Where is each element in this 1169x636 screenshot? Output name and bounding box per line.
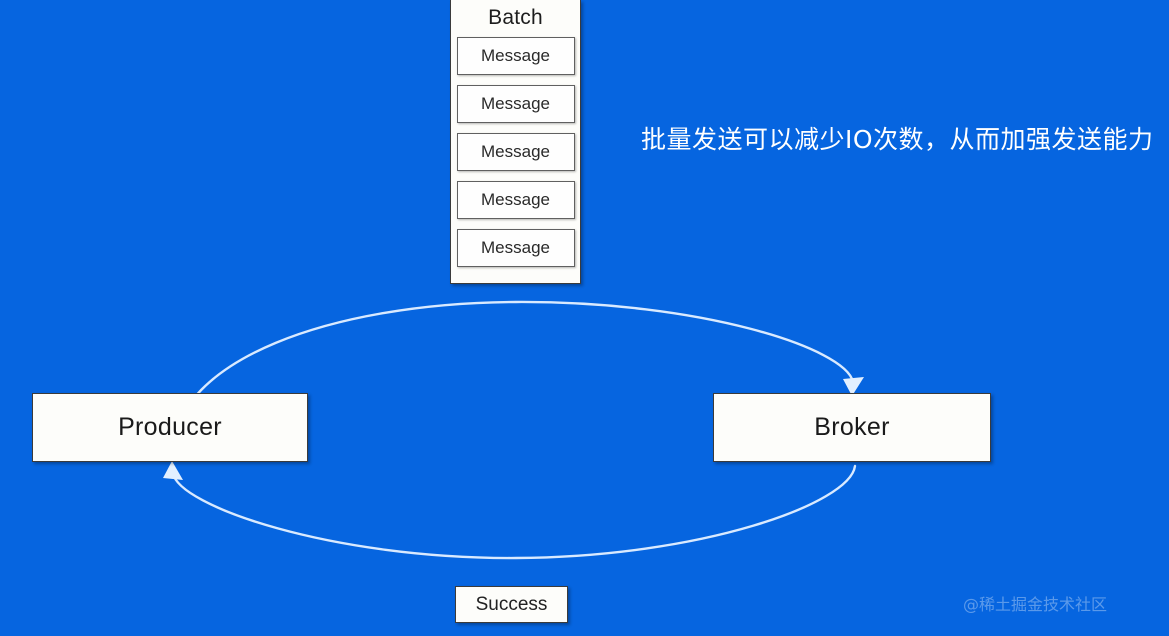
message-item: Message (456, 37, 575, 75)
success-node: Success (455, 586, 568, 623)
message-item: Message (456, 85, 575, 123)
message-item: Message (456, 229, 575, 267)
ack-arrow-head (163, 461, 183, 480)
annotation-text: 批量发送可以减少IO次数，从而加强发送能力 (641, 125, 1154, 154)
batch-label: Batch (488, 6, 543, 29)
message-list: Message Message Message Message Message (451, 37, 580, 267)
message-item: Message (456, 181, 575, 219)
ack-arrow-path (171, 464, 857, 560)
watermark-text: @稀土掘金技术社区 (963, 595, 1108, 614)
broker-node: Broker (713, 393, 991, 462)
batch-container: Batch Message Message Message Message Me… (450, 0, 581, 284)
producer-node: Producer (32, 393, 308, 462)
message-item: Message (456, 133, 575, 171)
